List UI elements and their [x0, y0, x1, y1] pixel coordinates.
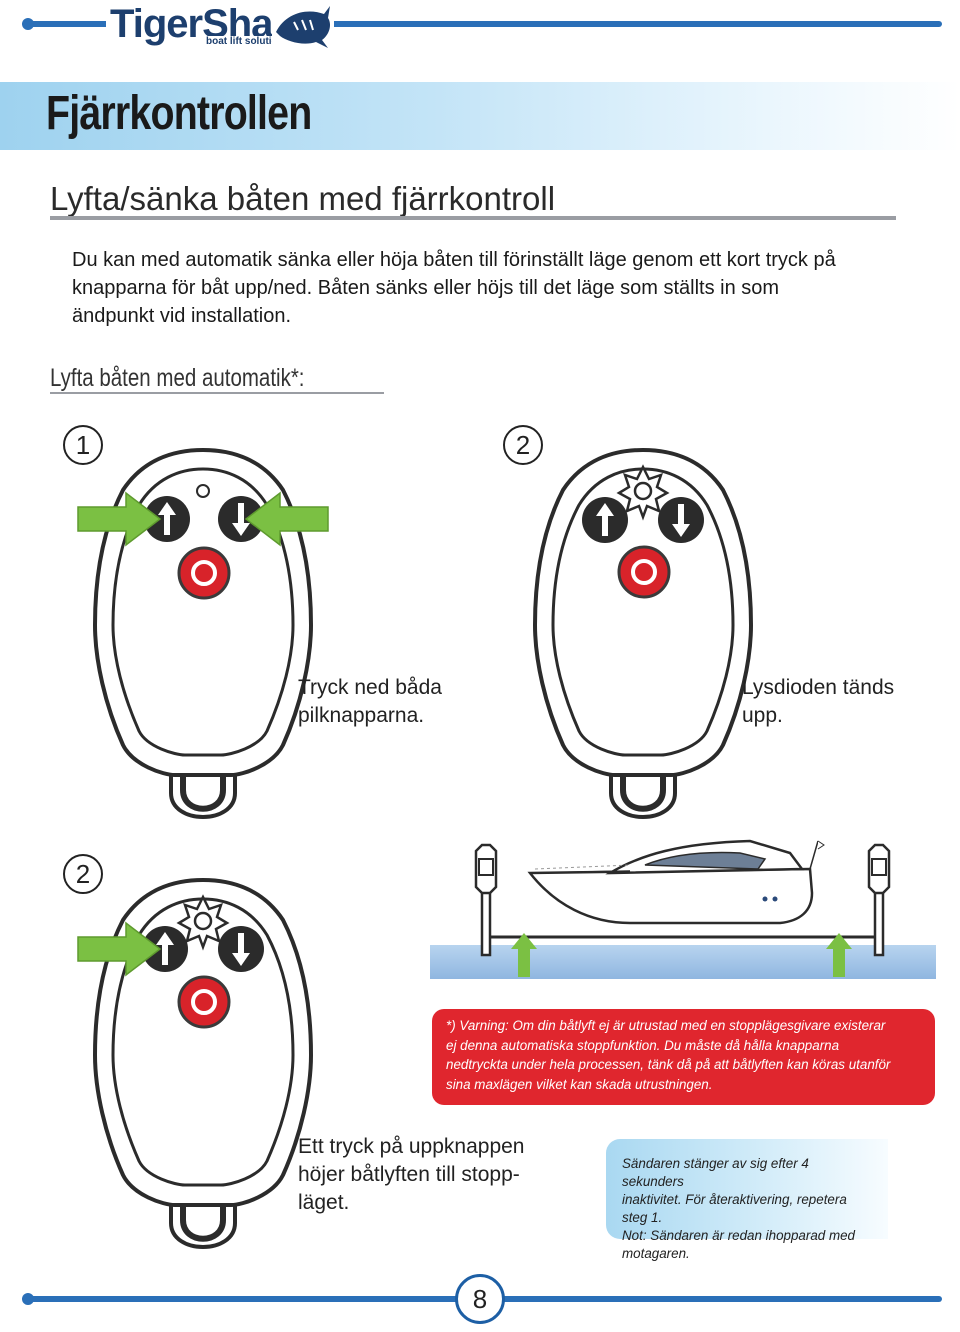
- step-2-caption: Lysdioden tänds upp.: [742, 676, 895, 727]
- down-arrow-button-icon: [218, 926, 264, 972]
- led-icon: [196, 484, 210, 498]
- warning-box: *) Varning: Om din båtlyft ej är utrusta…: [432, 1009, 935, 1105]
- remote-control-step-1: [77, 440, 329, 820]
- brand-tagline: boat lift solutions: [204, 36, 292, 47]
- remote-control-step-2: [510, 440, 780, 820]
- subsection-rule: [50, 392, 384, 394]
- page-title: Fjärrkontrollen: [46, 87, 312, 140]
- led-lit-icon: [177, 895, 229, 949]
- section-rule: [50, 216, 896, 220]
- lift-post-right: [867, 843, 891, 957]
- water: [430, 945, 936, 979]
- up-arrow-button-icon: [582, 497, 628, 543]
- section-title: Lyfta/sänka båten med fjärrkontroll: [50, 180, 556, 217]
- led-lit-icon: [617, 465, 669, 519]
- lift-arrow-icon: [826, 933, 852, 977]
- down-arrow-button-icon: [658, 497, 704, 543]
- step-3-caption: Ett tryck på uppknappen höjer båtlyften …: [298, 1135, 525, 1214]
- stop-button-icon: [617, 545, 671, 599]
- step-1-caption: Tryck ned båda pilknapparna.: [298, 676, 442, 727]
- boat-lift-illustration: [430, 839, 936, 979]
- shark-logo-icon: [272, 2, 334, 50]
- boat-illustration: [527, 839, 825, 925]
- title-band: [0, 82, 960, 150]
- step-number-2: 2: [503, 425, 543, 465]
- step-number-3: 2: [63, 854, 103, 894]
- page-number: 8: [455, 1274, 505, 1324]
- stop-button-icon: [177, 975, 231, 1029]
- lift-arrow-icon: [511, 933, 537, 977]
- subsection-title: Lyfta båten med automatik*:: [50, 364, 305, 392]
- info-note: Sändaren stänger av sig efter 4 sekunder…: [606, 1139, 888, 1261]
- step-number-1: 1: [63, 425, 103, 465]
- intro-paragraph: Du kan med automatik sänka eller höja bå…: [72, 249, 836, 327]
- lift-post-left: [474, 843, 498, 957]
- stop-button-icon: [177, 546, 231, 600]
